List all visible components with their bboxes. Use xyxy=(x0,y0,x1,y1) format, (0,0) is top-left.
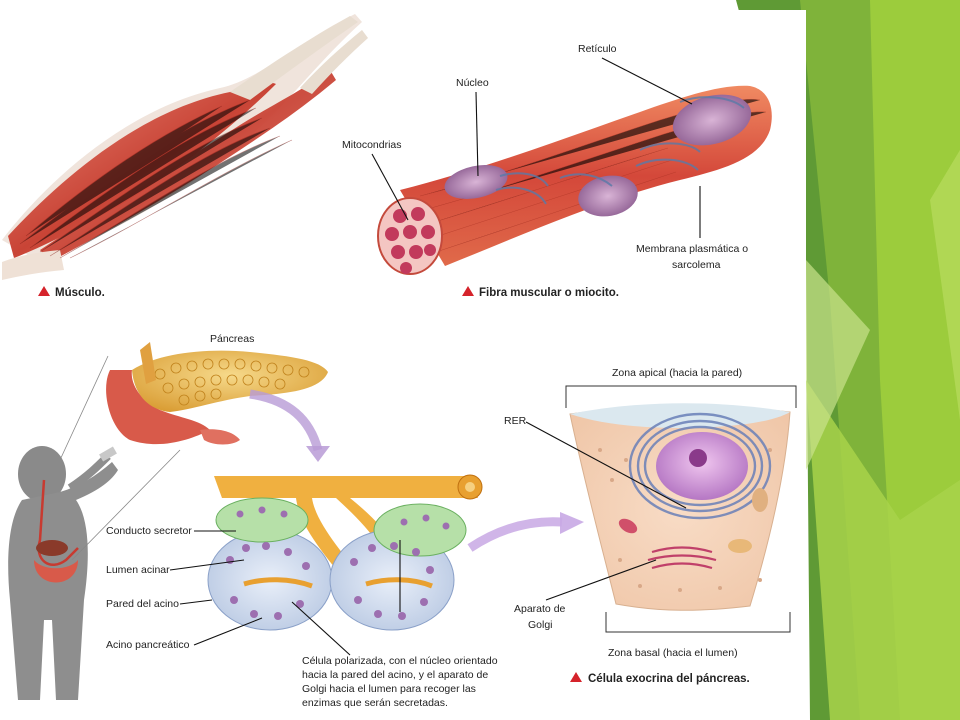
label-rer: RER xyxy=(504,415,527,427)
celula-note-line1: Célula polarizada, con el núcleo orienta… xyxy=(302,655,498,667)
muscle-caption: Músculo. xyxy=(55,287,105,299)
muscle-illustration xyxy=(2,14,368,280)
label-membrana-line1: Membrana plasmática o xyxy=(636,243,748,255)
exocrine-cell-illustration xyxy=(569,403,791,611)
exocrine-caption: Célula exocrina del páncreas. xyxy=(588,673,750,685)
celula-note-line2: hacia la pared del acino, y el aparato d… xyxy=(302,669,488,681)
label-reticulo: Retículo xyxy=(578,43,617,55)
human-silhouette xyxy=(8,446,118,700)
label-pancreas: Páncreas xyxy=(210,333,254,345)
fiber-caption: Fibra muscular o miocito. xyxy=(479,287,619,299)
label-zona-apical: Zona apical (hacia la pared) xyxy=(612,367,742,379)
pancreas-illustration xyxy=(106,342,328,445)
label-aparato-line2: Golgi xyxy=(528,619,553,631)
celula-note-line4: enzimas que serán secretadas. xyxy=(302,697,448,709)
celula-note-line3: Golgi hacia el lumen para recoger las xyxy=(302,683,476,695)
label-zona-basal: Zona basal (hacia el lumen) xyxy=(608,647,738,659)
label-membrana-line2: sarcolema xyxy=(672,259,721,271)
label-mitocondrias: Mitocondrias xyxy=(342,139,402,151)
muscle-fiber-illustration xyxy=(377,85,772,275)
label-conducto-secretor: Conducto secretor xyxy=(106,525,192,537)
label-pared-acino: Pared del acino xyxy=(106,598,179,610)
label-acino-pancreatico: Acino pancreático xyxy=(106,639,190,651)
fiber-caption-marker xyxy=(462,286,474,296)
label-aparato-line1: Aparato de xyxy=(514,603,566,615)
celula-note: Célula polarizada, con el núcleo orienta… xyxy=(302,655,498,709)
label-nucleo: Núcleo xyxy=(456,77,489,89)
muscle-caption-marker xyxy=(38,286,50,296)
acini-illustration xyxy=(207,474,483,631)
exocrine-caption-marker xyxy=(570,672,582,682)
label-lumen-acinar: Lumen acinar xyxy=(106,564,170,576)
